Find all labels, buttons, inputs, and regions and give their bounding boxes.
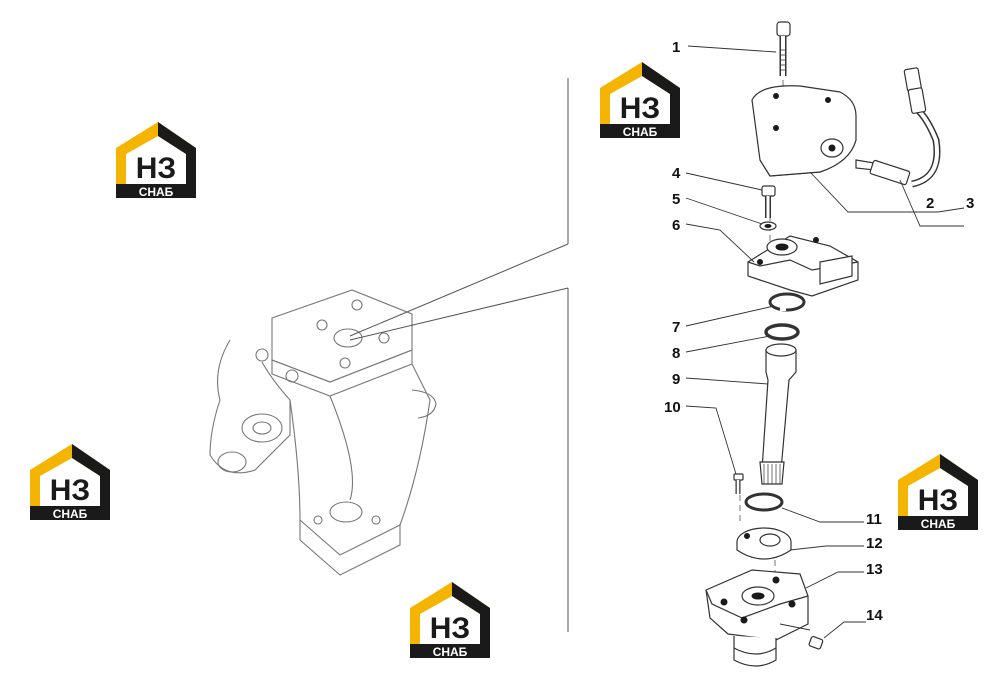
callout-6: 6: [672, 217, 680, 234]
logo-letters: НЗ: [50, 474, 90, 507]
callout-13: 13: [866, 561, 883, 578]
logo-caption: СНАБ: [921, 517, 956, 531]
zoom-lines: [349, 78, 569, 632]
logo-watermark: НЗ СНАБ: [116, 122, 196, 199]
part-5-washer: [759, 221, 777, 231]
callout-10: 10: [664, 399, 681, 416]
callout-4: 4: [672, 165, 681, 182]
logo-watermark: НЗ СНАБ: [410, 582, 490, 659]
logo-caption: СНАБ: [139, 185, 174, 199]
logo-caption: СНАБ: [433, 645, 468, 659]
part-8-o-ring: [764, 323, 800, 341]
logo-watermark: НЗ СНАБ: [898, 454, 978, 531]
callout-9: 9: [672, 371, 680, 388]
part-2-sensor-cover: [751, 85, 857, 177]
callout-2: 2: [926, 195, 934, 212]
callout-labels: 1 2 3 4 5 6 7 8 9 10 11 12 13 14: [664, 39, 974, 624]
callout-5: 5: [672, 191, 680, 208]
callout-14: 14: [866, 607, 883, 624]
callout-1: 1: [672, 39, 680, 56]
part-12-splined-hub: [736, 527, 792, 560]
logo-caption: СНАБ: [53, 507, 88, 521]
part-14-plug: [808, 635, 824, 650]
callout-3: 3: [966, 195, 974, 212]
part-1-bolt: [776, 21, 791, 76]
part-9-shaft: [759, 343, 797, 485]
callout-7: 7: [672, 319, 680, 336]
logo-watermark: НЗ СНАБ: [30, 444, 110, 521]
logo-watermark: НЗ СНАБ: [600, 62, 680, 139]
logo-caption: СНАБ: [623, 125, 658, 139]
part-11-seal: [744, 492, 784, 512]
logo-letters: НЗ: [918, 484, 958, 517]
part-3-sensor-cable: [855, 67, 941, 188]
steering-knuckle-housing: [209, 289, 437, 576]
logo-letters: НЗ: [430, 612, 470, 645]
part-10-screw: [733, 473, 744, 494]
part-6-bracket: [747, 235, 859, 297]
part-7-snap-ring: [768, 292, 806, 312]
callout-11: 11: [866, 511, 882, 528]
logo-letters: НЗ: [620, 92, 660, 125]
part-13-housing: [705, 569, 809, 667]
part-4-bolt: [761, 185, 776, 218]
leader-lines: [685, 45, 965, 639]
callout-8: 8: [672, 345, 680, 362]
logo-letters: НЗ: [136, 152, 176, 185]
callout-12: 12: [866, 535, 883, 552]
